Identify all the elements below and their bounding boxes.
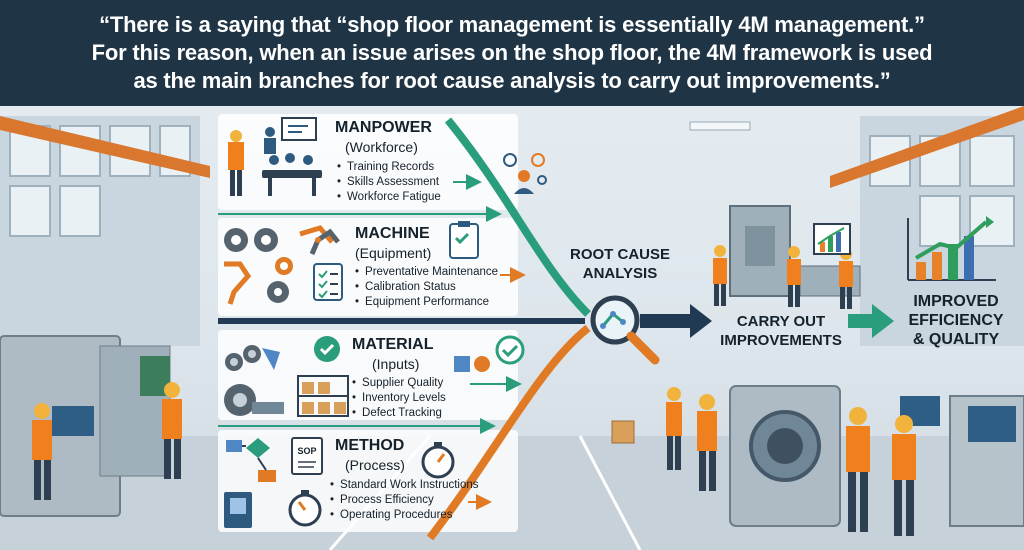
worker-left-2: [162, 382, 182, 479]
list-item: Defect Tracking: [352, 406, 446, 421]
category-items-material: Supplier Quality Inventory Levels Defect…: [352, 376, 446, 421]
cubes-icon: [454, 335, 525, 372]
category-title-manpower: MANPOWER: [335, 119, 432, 136]
sop-document-icon: SOP: [291, 437, 323, 475]
pipes-icon: [225, 345, 280, 371]
root-cause-analysis-label: ROOT CAUSE ANALYSIS: [560, 245, 680, 283]
list-item: Workforce Fatigue: [337, 190, 441, 205]
meeting-icon: [228, 127, 322, 196]
header-line-2: For this reason, when an issue arises on…: [91, 40, 933, 65]
list-item: Calibration Status: [355, 280, 498, 295]
category-subtitle-material: (Inputs): [372, 356, 420, 372]
growth-chart-icon: [907, 216, 996, 281]
category-subtitle-method: (Process): [345, 457, 405, 473]
list-item: Process Efficiency: [330, 493, 479, 508]
list-item: Equipment Performance: [355, 295, 498, 310]
list-item: Inventory Levels: [352, 391, 446, 406]
carry-out-improvements-label: CARRY OUT IMPROVEMENTS: [706, 312, 856, 350]
worker-right-2: [697, 394, 717, 491]
presentation-icon: [281, 117, 317, 141]
binder-icon: [224, 492, 252, 528]
category-subtitle-manpower: (Workforce): [345, 139, 418, 155]
sop-label: SOP: [297, 446, 316, 456]
category-items-manpower: Training Records Skills Assessment Workf…: [337, 160, 441, 205]
result-line-1: IMPROVED: [913, 293, 999, 310]
award-icon: [314, 336, 340, 362]
header-banner: “There is a saying that “shop floor mana…: [0, 0, 1024, 106]
growth-chart-icon: [813, 223, 851, 255]
header-line-1: “There is a saying that “shop floor mana…: [99, 12, 925, 37]
category-subtitle-machine: (Equipment): [355, 245, 432, 261]
stopwatch-icon: [421, 442, 455, 479]
category-title-material: MATERIAL: [352, 336, 434, 353]
category-items-method: Standard Work Instructions Process Effic…: [330, 478, 479, 523]
worker-left-1: [32, 403, 52, 500]
improve-line-1: CARRY OUT: [736, 313, 826, 330]
worker-right-3: [846, 407, 870, 532]
list-item: Operating Procedures: [330, 508, 479, 523]
list-item: Training Records: [337, 160, 441, 175]
worker-right-1: [666, 387, 682, 470]
idea-network-icon: [503, 153, 547, 194]
magnifier-icon: [590, 295, 660, 365]
stopwatch-icon: [288, 490, 322, 527]
worker-right-4: [892, 415, 916, 536]
category-title-method: METHOD: [335, 437, 405, 454]
list-item: Supplier Quality: [352, 376, 446, 391]
category-items-machine: Preventative Maintenance Calibration Sta…: [355, 265, 498, 310]
result-line-3: & QUALITY: [912, 331, 1000, 348]
list-item: Standard Work Instructions: [330, 478, 479, 493]
result-line-2: EFFICIENCY: [908, 312, 1004, 329]
improve-line-2: IMPROVEMENTS: [720, 332, 842, 349]
header-line-3: as the main branches for root cause anal…: [133, 68, 891, 93]
checklist-icon: [313, 263, 343, 301]
list-item: Preventative Maintenance: [355, 265, 498, 280]
clipboard-icon: [449, 221, 479, 259]
category-title-machine: MACHINE: [355, 225, 430, 242]
worker-top-right-1: [713, 245, 727, 306]
fishbone-arrows: [218, 117, 894, 541]
list-item: Skills Assessment: [337, 175, 441, 190]
flowchart-icon: [226, 438, 276, 482]
improved-efficiency-label: IMPROVED EFFICIENCY & QUALITY: [888, 292, 1024, 349]
robot-arm-icon: [309, 228, 340, 255]
coil-icon: [224, 384, 284, 416]
gear-icon: [224, 225, 334, 305]
shelf-boxes-icon: [297, 375, 349, 417]
worker-top-right-2: [787, 246, 801, 307]
rca-line-1: ROOT CAUSE: [569, 246, 670, 263]
branch-top: [444, 117, 591, 317]
rca-line-2: ANALYSIS: [582, 265, 658, 282]
